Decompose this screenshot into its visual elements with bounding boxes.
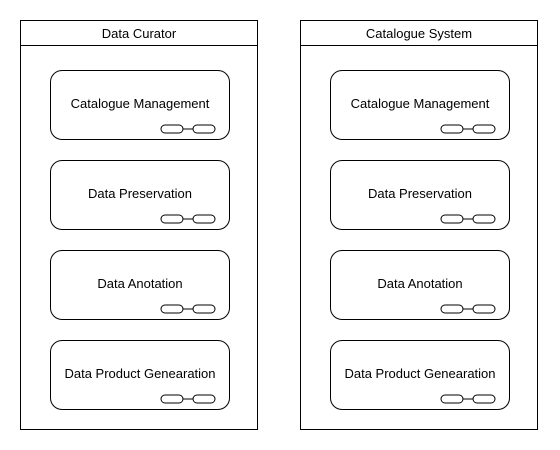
activity-node[interactable]: Data Anotation: [330, 250, 510, 320]
activity-node[interactable]: Catalogue Management: [50, 70, 230, 140]
activity-label: Data Product Genearation: [344, 365, 496, 381]
activity-node[interactable]: Data Product Genearation: [50, 340, 230, 410]
activity-node[interactable]: Data Anotation: [50, 250, 230, 320]
activity-label: Catalogue Management: [350, 95, 490, 111]
activity-label: Data Anotation: [377, 275, 463, 291]
activity-label: Data Product Genearation: [64, 365, 216, 381]
swimlane-catalogue-system[interactable]: Catalogue System Catalogue Management Da…: [300, 20, 538, 430]
rake-icon: [440, 304, 496, 314]
swimlane-title: Data Curator: [21, 21, 257, 46]
activity-node[interactable]: Data Preservation: [330, 160, 510, 230]
activity-label: Data Preservation: [87, 185, 193, 201]
swimlane-data-curator[interactable]: Data Curator Catalogue Management Data P…: [20, 20, 258, 430]
rake-icon: [440, 394, 496, 404]
rake-icon: [440, 214, 496, 224]
swimlane-title: Catalogue System: [301, 21, 537, 46]
activity-node[interactable]: Catalogue Management: [330, 70, 510, 140]
rake-icon: [160, 214, 216, 224]
rake-icon: [160, 124, 216, 134]
activity-label: Data Anotation: [97, 275, 183, 291]
activity-node[interactable]: Data Product Genearation: [330, 340, 510, 410]
rake-icon: [160, 304, 216, 314]
activity-label: Catalogue Management: [70, 95, 210, 111]
rake-icon: [160, 394, 216, 404]
rake-icon: [440, 124, 496, 134]
activity-label: Data Preservation: [367, 185, 473, 201]
activity-node[interactable]: Data Preservation: [50, 160, 230, 230]
